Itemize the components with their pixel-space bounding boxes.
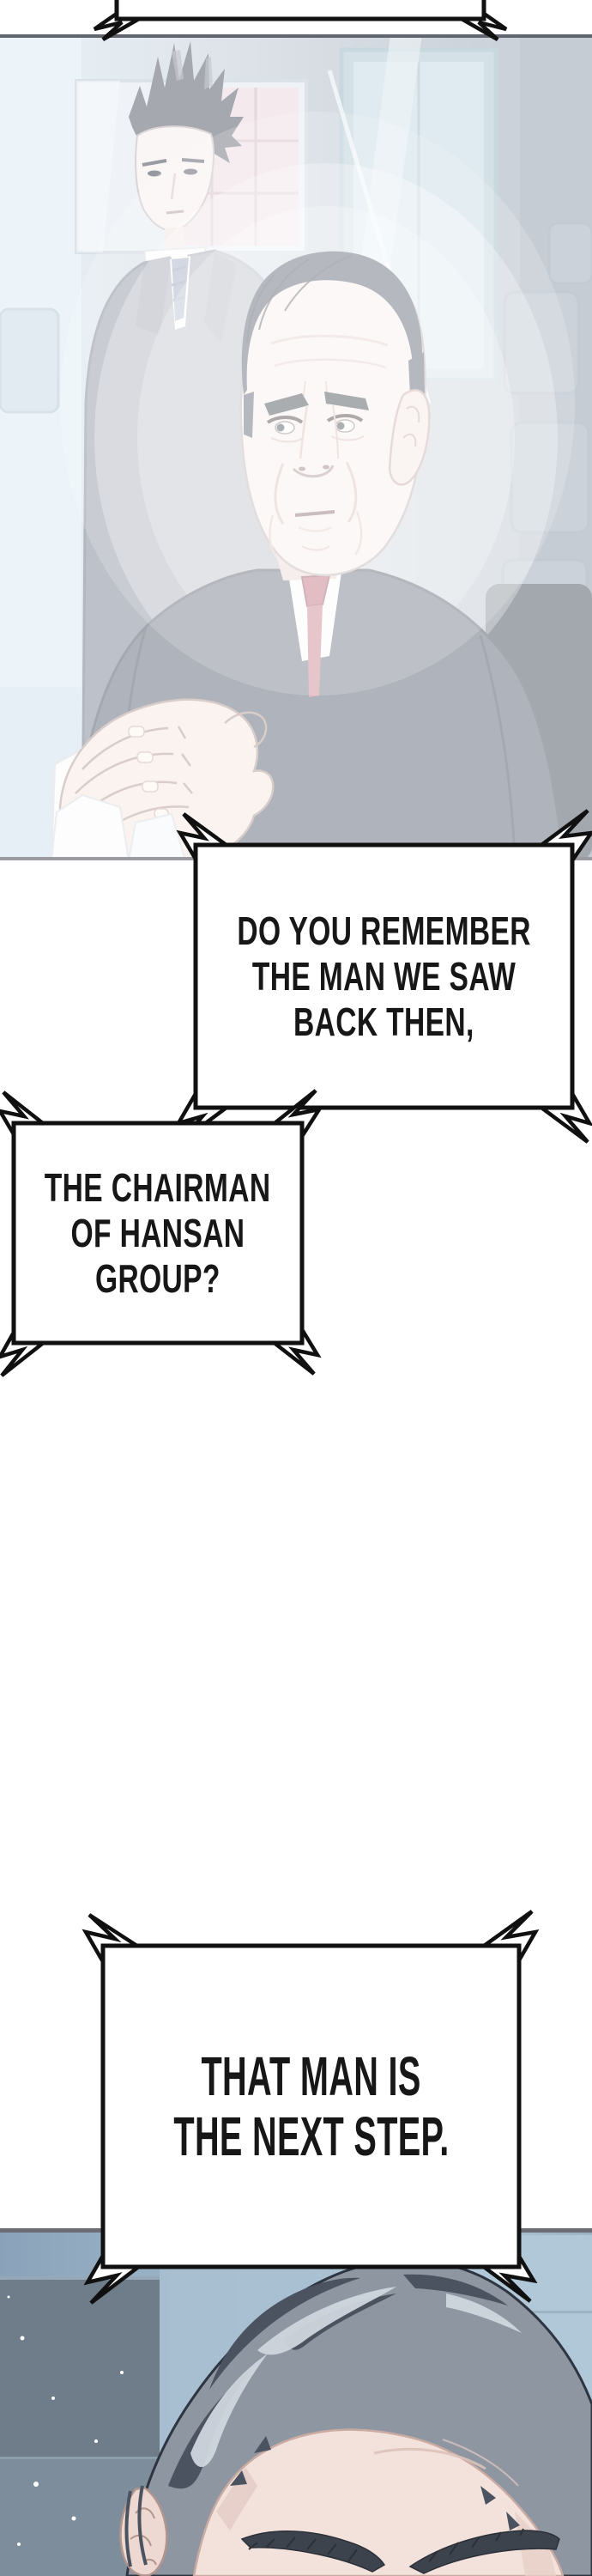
- speech-bubble-3: [82, 1910, 540, 2305]
- panel-2-illustration: [0, 2228, 592, 2576]
- panel-1-illustration: [0, 34, 592, 860]
- man-left-ear: [119, 2486, 168, 2576]
- speech-bubble-2: [0, 1089, 323, 1377]
- speech-bubble-1: [174, 809, 592, 1144]
- speech-bubble-top-partial: [93, 0, 508, 41]
- balding-man-head: [119, 2258, 592, 2576]
- hairline-strands: [230, 2436, 520, 2530]
